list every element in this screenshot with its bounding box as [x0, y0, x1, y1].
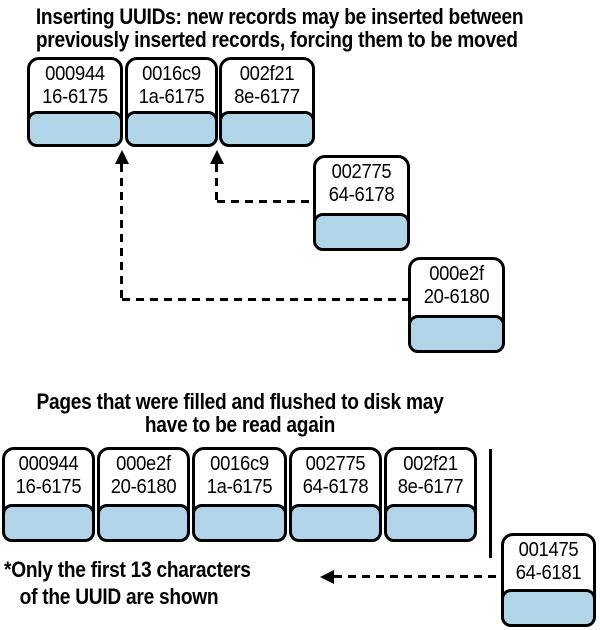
top-caption-line1: Inserting UUIDs: new records may be inse…	[35, 4, 524, 29]
record-box-001475-incoming: 001475 64-6181	[501, 533, 596, 627]
bottom-caption: Pages that were filled and flushed to di…	[31, 390, 449, 436]
uuid-prefix: 002f21	[403, 453, 458, 475]
uuid-prefix: 002775	[331, 161, 392, 183]
uuid-suffix: 1a-6175	[138, 86, 205, 108]
page-slot	[97, 504, 190, 542]
uuid-prefix: 000944	[18, 453, 79, 475]
page-slot	[408, 315, 505, 353]
uuid-suffix: 20-6180	[423, 286, 490, 308]
record-box-0016c9-bottom: 0016c9 1a-6175	[192, 447, 287, 542]
page-slot	[313, 213, 410, 251]
footnote-line2: of the UUID are shown	[19, 584, 219, 609]
record-box-000944-bottom: 000944 16-6175	[2, 447, 95, 542]
page-slot	[27, 111, 123, 147]
record-label: 0016c9 1a-6175	[131, 63, 211, 109]
uuid-suffix: 64-6181	[515, 562, 582, 584]
top-caption-line2: previously inserted records, forcing the…	[35, 27, 518, 52]
page-slot	[384, 504, 477, 542]
uuid-prefix: 002775	[305, 453, 366, 475]
record-box-000e2f-bottom: 000e2f 20-6180	[97, 447, 190, 542]
footnote-line1: *Only the first 13 characters	[4, 557, 251, 582]
uuid-prefix: 000944	[45, 63, 105, 85]
uuid-prefix: 000e2f	[429, 263, 484, 285]
insert-arrow-002775-arrowhead-icon	[210, 150, 224, 164]
record-label: 000e2f 20-6180	[415, 263, 499, 309]
incoming-arrow-horizontal	[334, 575, 502, 578]
page-slot	[219, 111, 315, 147]
page-boundary-line	[489, 449, 492, 558]
uuid-prefix: 0016c9	[210, 453, 269, 475]
incoming-arrow-arrowhead-icon	[320, 570, 334, 584]
uuid-prefix: 0016c9	[142, 63, 201, 85]
page-slot	[192, 504, 287, 542]
insert-arrow-002775-vertical	[215, 164, 218, 202]
record-label: 002775 64-6178	[295, 453, 375, 499]
record-box-002f21-top: 002f21 8e-6177	[219, 57, 315, 147]
insert-arrow-000e2f-horizontal	[122, 298, 408, 301]
record-label: 0016c9 1a-6175	[199, 453, 281, 499]
page-slot	[125, 111, 218, 147]
record-box-0016c9-top: 0016c9 1a-6175	[125, 57, 218, 147]
uuid-suffix: 20-6180	[110, 476, 177, 498]
record-box-000944-top: 000944 16-6175	[27, 57, 123, 147]
uuid-suffix: 64-6178	[302, 476, 369, 498]
uuid-prefix: 002f21	[239, 63, 295, 85]
bottom-caption-line2: have to be read again	[144, 412, 336, 437]
uuid-suffix: 16-6175	[42, 86, 108, 108]
record-label: 000944 16-6175	[8, 453, 88, 499]
uuid-prefix: 001475	[518, 539, 579, 561]
record-label: 002f21 8e-6177	[390, 453, 470, 499]
uuid-suffix: 64-6178	[328, 184, 395, 206]
insert-arrow-002775-horizontal	[217, 200, 313, 203]
page-slot	[2, 504, 95, 542]
uuid-prefix: 000e2f	[116, 453, 171, 475]
record-label: 000e2f 20-6180	[103, 453, 183, 499]
record-box-002775-pending: 002775 64-6178	[313, 155, 410, 251]
page-slot	[289, 504, 382, 542]
record-box-002f21-bottom: 002f21 8e-6177	[384, 447, 477, 542]
uuid-suffix: 16-6175	[15, 476, 82, 498]
record-label: 000944 16-6175	[34, 63, 117, 109]
top-caption: Inserting UUIDs: new records may be inse…	[35, 4, 524, 52]
record-label: 002775 64-6178	[320, 161, 404, 207]
uuid-suffix: 8e-6177	[397, 476, 464, 498]
bottom-caption-line1: Pages that were filled and flushed to di…	[36, 389, 444, 414]
record-label: 002f21 8e-6177	[226, 63, 309, 109]
record-label: 001475 64-6181	[508, 539, 590, 585]
uuid-suffix: 8e-6177	[234, 86, 300, 108]
uuid-suffix: 1a-6175	[206, 476, 273, 498]
insert-arrow-000e2f-vertical	[120, 164, 123, 300]
record-box-000e2f-pending: 000e2f 20-6180	[408, 257, 505, 353]
footnote: *Only the first 13 characters of the UUI…	[4, 556, 251, 610]
page-slot	[501, 589, 596, 627]
insert-arrow-000e2f-arrowhead-icon	[115, 150, 129, 164]
record-box-002775-bottom: 002775 64-6178	[289, 447, 382, 542]
